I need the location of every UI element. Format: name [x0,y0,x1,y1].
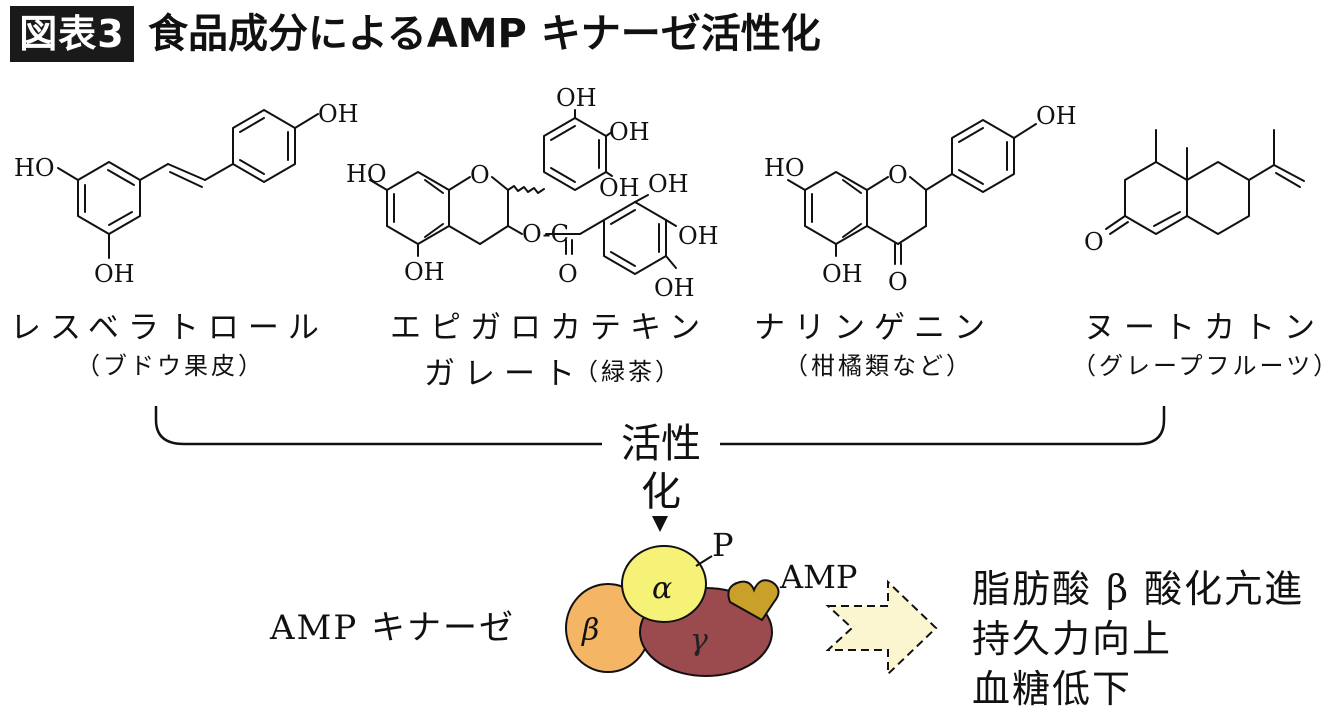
compound-name-resveratrol: レスベラトロール [10,310,328,346]
compound-name-nootkatone: ヌートカトン [1084,310,1324,346]
gamma-label: γ [690,623,708,658]
compound-source-resveratrol: （ブドウ果皮） [76,352,265,380]
phosphate-label: P [712,526,734,564]
atom-label: OH [648,170,689,198]
atom-label: OH [94,260,135,288]
alpha-subunit [621,545,707,623]
atom-label: O-C [522,220,569,248]
compound-name-naringenin: ナリンゲニン [754,310,994,346]
atom-label: OH [609,118,650,146]
atom-label: OH [556,84,597,112]
enzyme-name: AMP キナーゼ [270,608,516,648]
effect-arrow [825,579,938,677]
effect-item: 血糖低下 [972,667,1133,711]
atom-label: O [888,161,908,189]
atom-label: OH [654,274,695,302]
activation-label: 活性化 [602,420,720,516]
atom-label: OH [318,100,359,128]
amp-label: AMP [779,558,857,596]
atom-label: HO [764,154,805,182]
nootkatone-structure [1105,129,1305,235]
egcg-structure [369,109,677,275]
figure-title: 食品成分によるAMP キナーゼ活性化 [148,11,821,57]
effect-item: 脂肪酸 β 酸化亢進 [972,567,1305,611]
figure-number-badge: 図表3 [10,6,134,62]
atom-label: O [1084,228,1104,256]
compound-source-nootkatone: （グレープフルーツ） [1072,352,1340,380]
grouping-brace [154,406,1166,446]
atom-label: HO [14,154,55,182]
naringenin-structure [787,119,1037,265]
atom-label: OH [822,260,863,288]
alpha-label: α [652,571,672,606]
beta-label: β [581,613,599,648]
effect-item: 持久力向上 [972,617,1173,661]
atom-label: OH [404,258,445,286]
atom-label: OH [678,222,719,250]
atom-label: O [558,260,578,288]
atom-label: OH [599,174,640,202]
compound-name-egcg-line2: ガレート [424,356,584,392]
compound-source-egcg: （緑茶） [574,358,682,386]
compound-name-egcg-line1: エピガロカテキン [390,310,710,346]
amp-ligand-icon [727,579,780,622]
atom-label: O [470,161,490,189]
atom-label: HO [346,160,387,188]
atom-label: OH [1036,102,1077,130]
resveratrol-structure [57,109,319,259]
compound-source-naringenin: （柑橘類など） [784,352,973,380]
atom-label: O [888,268,908,296]
